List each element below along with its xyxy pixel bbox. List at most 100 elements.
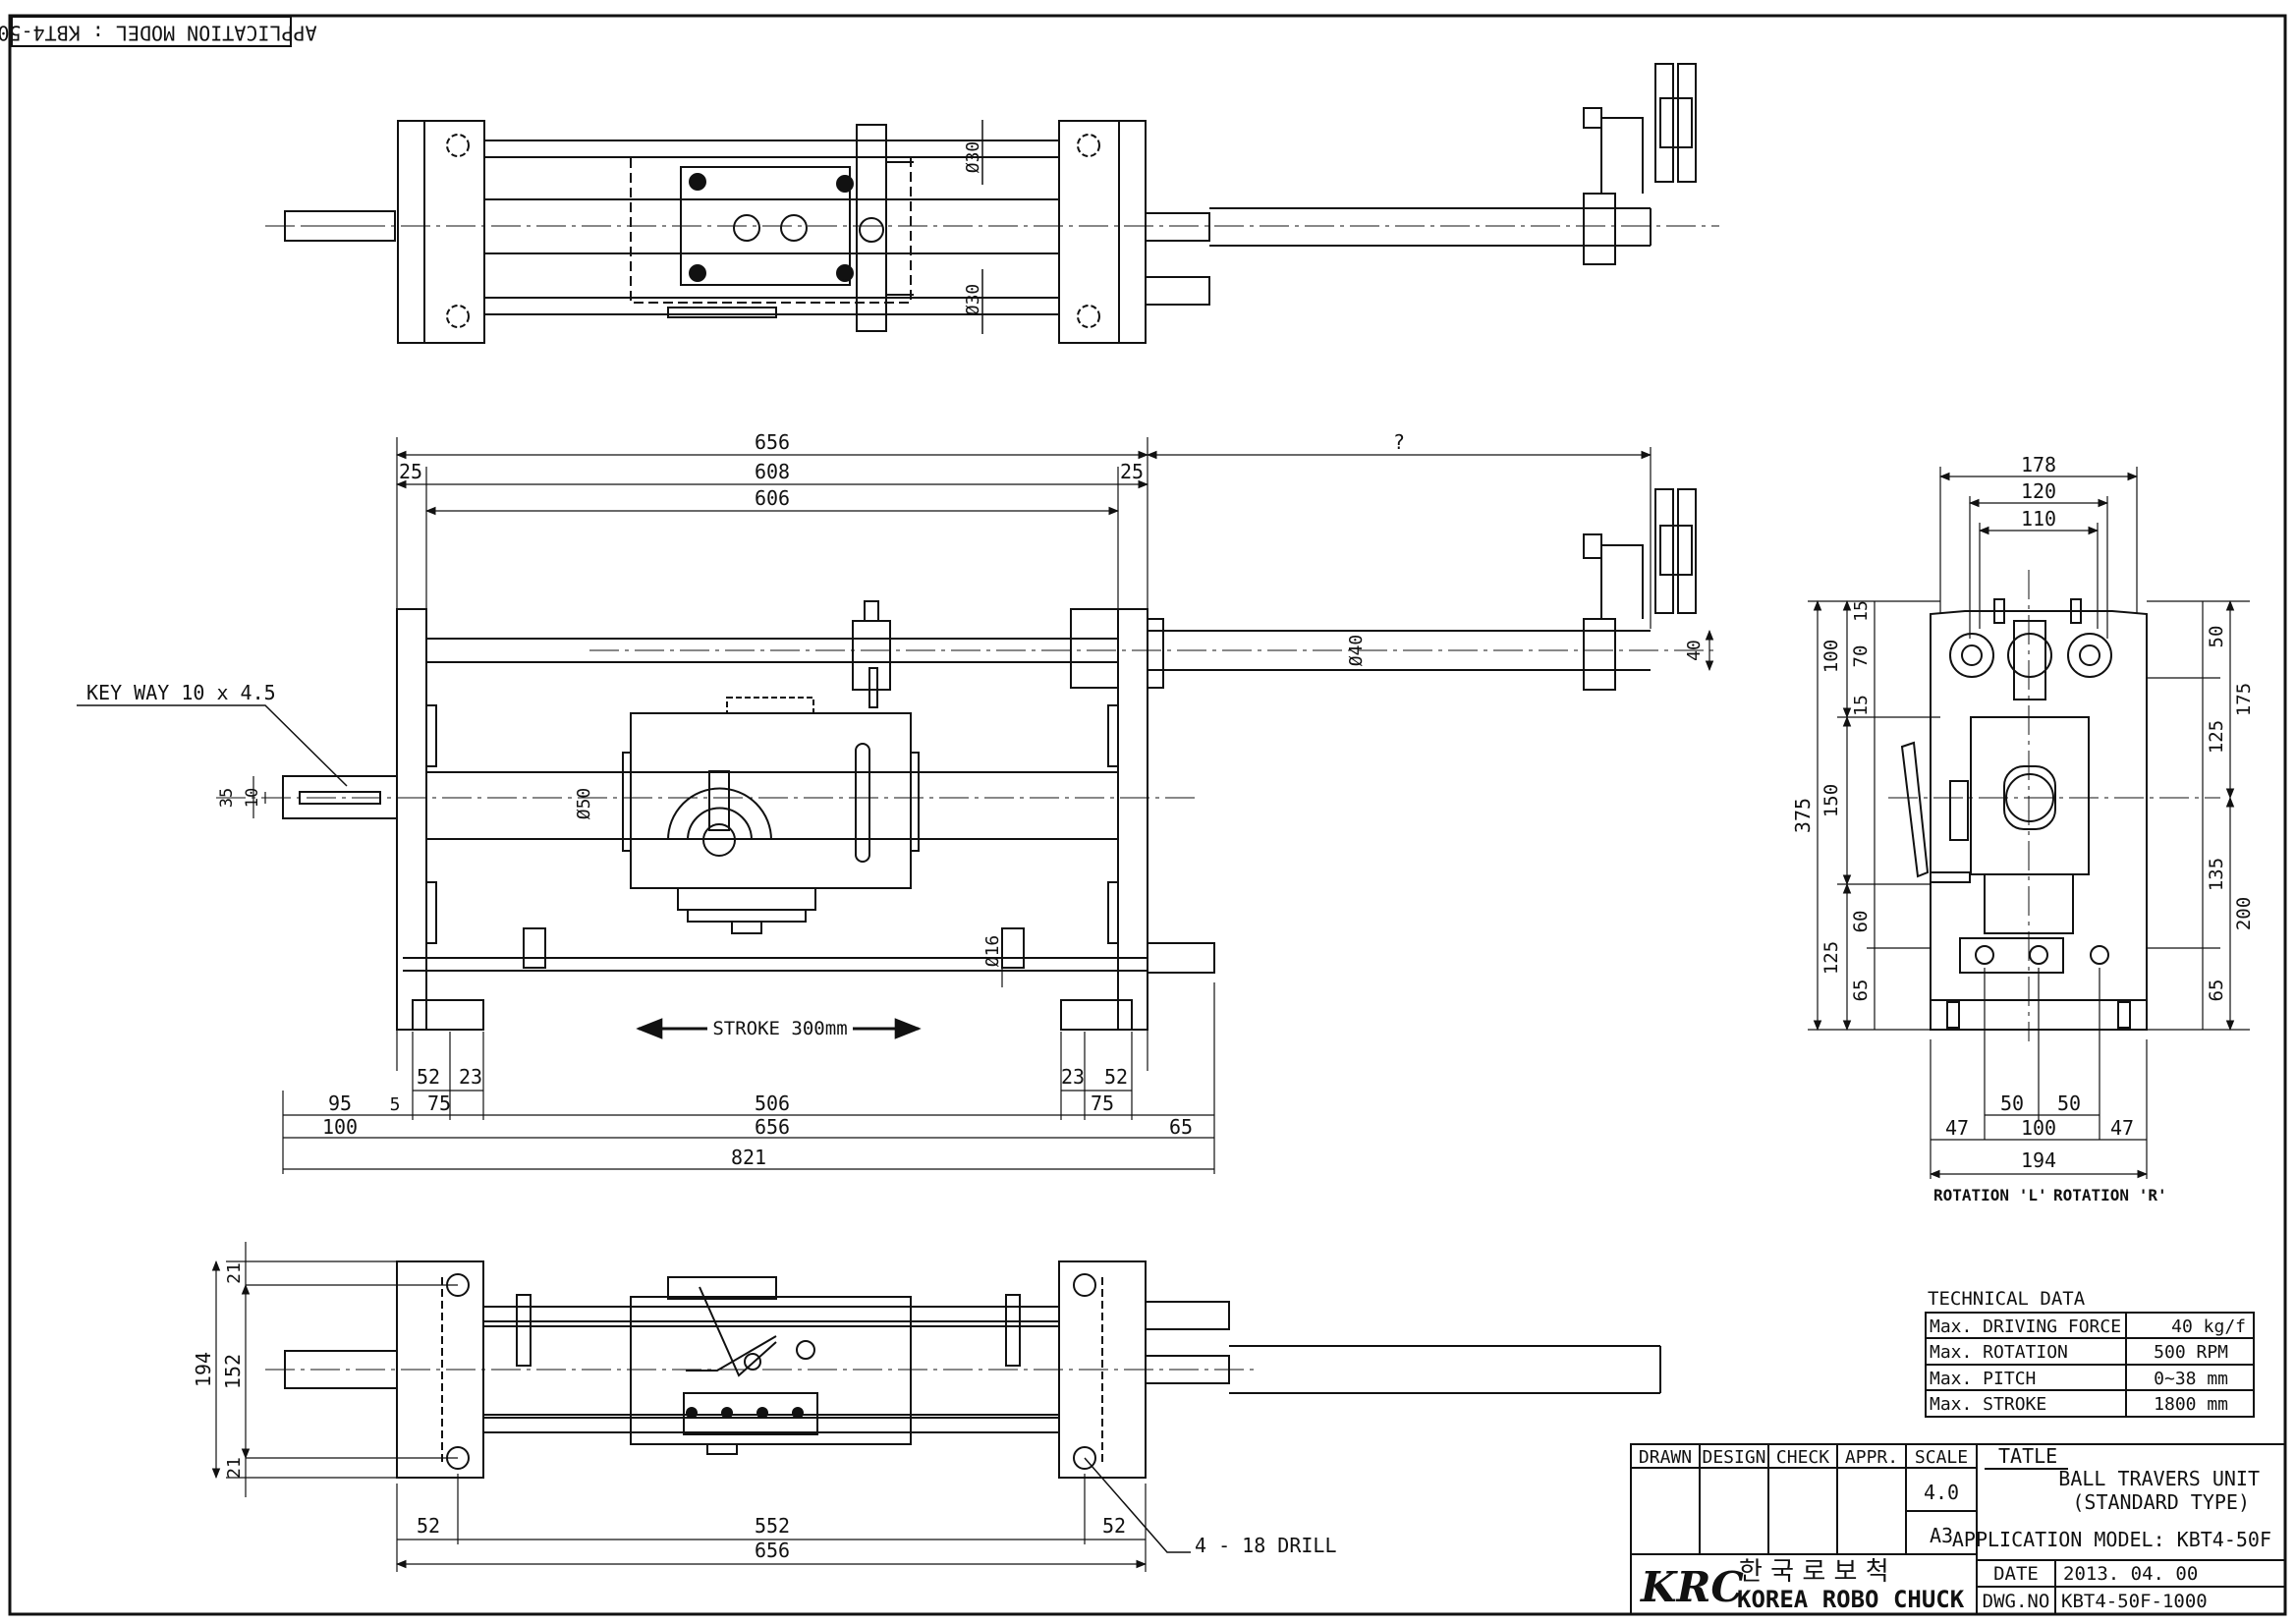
dim-side-120: 120 (2021, 479, 2056, 503)
dim-5: 5 (390, 1094, 401, 1115)
dim-35: 35 (217, 788, 237, 808)
dim-bottom-552: 552 (755, 1514, 790, 1538)
dim-52-right: 52 (1104, 1065, 1128, 1089)
tb-company-english: KOREA ROBO CHUCK (1737, 1586, 1965, 1613)
tb-dwg-value: KBT4-50F-1000 (2061, 1591, 2208, 1612)
dim-bottom-152: 152 (221, 1354, 245, 1389)
dim-side-200: 200 (2233, 897, 2255, 930)
dim-side-150: 150 (1820, 784, 1842, 817)
tb-col-drawn: DRAWN (1639, 1447, 1692, 1468)
dim-side-194: 194 (2021, 1148, 2056, 1172)
tb-title-label: TATLE (1998, 1444, 2057, 1468)
dim-side-50b: 50 (2057, 1092, 2081, 1115)
tech-row-value: 1800 mm (2154, 1394, 2228, 1415)
krc-logo: KRC (1640, 1563, 1744, 1611)
dim-75-left: 75 (427, 1092, 451, 1115)
tb-title-line2: (STANDARD TYPE) (2072, 1490, 2250, 1514)
dim-side-50: 50 (2206, 626, 2227, 648)
dim-dia50: Ø50 (574, 788, 594, 820)
dim-side-65-left: 65 (1850, 980, 1872, 1002)
dim-23-right: 23 (1061, 1065, 1085, 1089)
dim-75-right: 75 (1091, 1092, 1114, 1115)
dim-40: 40 (1684, 640, 1705, 661)
dim-bottom-21-top: 21 (224, 1262, 245, 1284)
dim-656-bottom: 656 (755, 1115, 790, 1139)
tb-scale-value: 4.0 (1924, 1481, 1959, 1504)
keyway-label: KEY WAY 10 x 4.5 (86, 681, 276, 704)
side-dimension-lines (1808, 467, 2250, 1179)
tb-date-value: 2013. 04. 00 (2063, 1563, 2198, 1585)
dim-side-60: 60 (1850, 911, 1872, 933)
tech-row-value: 500 RPM (2154, 1342, 2228, 1363)
tb-sheet-size: A3 (1930, 1524, 1953, 1547)
dim-821: 821 (731, 1146, 766, 1169)
dim-100: 100 (322, 1115, 358, 1139)
bottom-dimension-lines (211, 1242, 1148, 1572)
tb-dwg-label: DWG.NO (1983, 1591, 2050, 1612)
tech-row-label: Max. DRIVING FORCE (1930, 1316, 2121, 1337)
dim-side-375: 375 (1791, 798, 1815, 833)
dim-side-100-bottom: 100 (2021, 1116, 2056, 1140)
tb-col-design: DESIGN (1702, 1447, 1765, 1468)
dim-606: 606 (755, 486, 790, 510)
dim-side-175: 175 (2233, 683, 2255, 716)
drawing-border (8, 14, 2287, 1616)
top-view (265, 63, 1719, 344)
dim-52-left: 52 (417, 1065, 440, 1089)
tb-col-scale: SCALE (1915, 1447, 1968, 1468)
dim-side-47a: 47 (1945, 1116, 1969, 1140)
dim-left-plate-25: 25 (399, 460, 422, 483)
tb-date-label: DATE (1993, 1563, 2039, 1585)
dim-side-100: 100 (1820, 640, 1842, 673)
dim-side-70: 70 (1850, 645, 1872, 668)
side-view (1888, 570, 2220, 1041)
dim-side-110: 110 (2021, 507, 2056, 531)
dim-side-135: 135 (2206, 858, 2227, 891)
top-dia30-lower: Ø30 (963, 284, 983, 316)
dim-side-50a: 50 (2000, 1092, 2024, 1115)
tb-col-check: CHECK (1776, 1447, 1829, 1468)
dim-side-65-right: 65 (2206, 980, 2227, 1002)
tech-row-value: 40 kg/f (2171, 1316, 2246, 1337)
bottom-view (265, 1260, 1661, 1553)
technical-data-table: TECHNICAL DATA Max. DRIVING FORCE 40 kg/… (1925, 1288, 2255, 1418)
tech-row-value: 0~38 mm (2154, 1369, 2228, 1389)
rotation-r-label: ROTATION 'R' (2053, 1186, 2167, 1204)
dim-506: 506 (755, 1092, 790, 1115)
dim-bottom-21-bottom: 21 (224, 1457, 245, 1479)
drill-label: 4 - 18 DRILL (1195, 1534, 1337, 1557)
title-block: DRAWN DESIGN CHECK APPR. SCALE 4.0 A3 TA… (1630, 1443, 2286, 1615)
dim-95: 95 (328, 1092, 352, 1115)
dim-side-125-left: 125 (1820, 941, 1842, 975)
tb-col-appr: APPR. (1845, 1447, 1898, 1468)
dim-dia40: Ø40 (1346, 635, 1367, 667)
dim-bottom-52-left: 52 (417, 1514, 440, 1538)
dim-overall-656: 656 (755, 430, 790, 454)
dim-side-47b: 47 (2110, 1116, 2134, 1140)
stroke-label: STROKE 300mm (712, 1018, 847, 1039)
dim-side-178: 178 (2021, 453, 2056, 476)
dim-bottom-656: 656 (755, 1539, 790, 1562)
dim-side-15a: 15 (1851, 600, 1872, 622)
dim-10: 10 (243, 788, 262, 808)
dim-dia16: Ø16 (982, 935, 1003, 968)
dim-23-left: 23 (459, 1065, 482, 1089)
dim-65: 65 (1169, 1115, 1193, 1139)
technical-data-title: TECHNICAL DATA (1928, 1288, 2086, 1310)
dim-right-plate-25: 25 (1120, 460, 1144, 483)
tb-company-korean: 한 국 로 보 척 (1739, 1557, 1889, 1587)
dim-bottom-52-right: 52 (1102, 1514, 1126, 1538)
tech-row-label: Max. ROTATION (1930, 1342, 2068, 1363)
front-dimension-lines (252, 437, 1714, 1174)
tb-application-model: APPLICATION MODEL: KBT4-50F (1952, 1528, 2271, 1551)
application-model-header: APPLICATION MODEL : KBT4-50F (0, 16, 317, 47)
top-dia30-upper: Ø30 (963, 141, 983, 174)
application-model-header-text: APPLICATION MODEL : KBT4-50F (0, 22, 317, 45)
tech-row-label: Max. PITCH (1930, 1369, 2036, 1389)
tb-title-line1: BALL TRAVERS UNIT (2058, 1467, 2260, 1490)
rotation-l-label: ROTATION 'L' (1933, 1186, 2047, 1204)
dim-side-15b: 15 (1851, 695, 1872, 716)
dim-side-125-right: 125 (2206, 720, 2227, 754)
dim-608: 608 (755, 460, 790, 483)
